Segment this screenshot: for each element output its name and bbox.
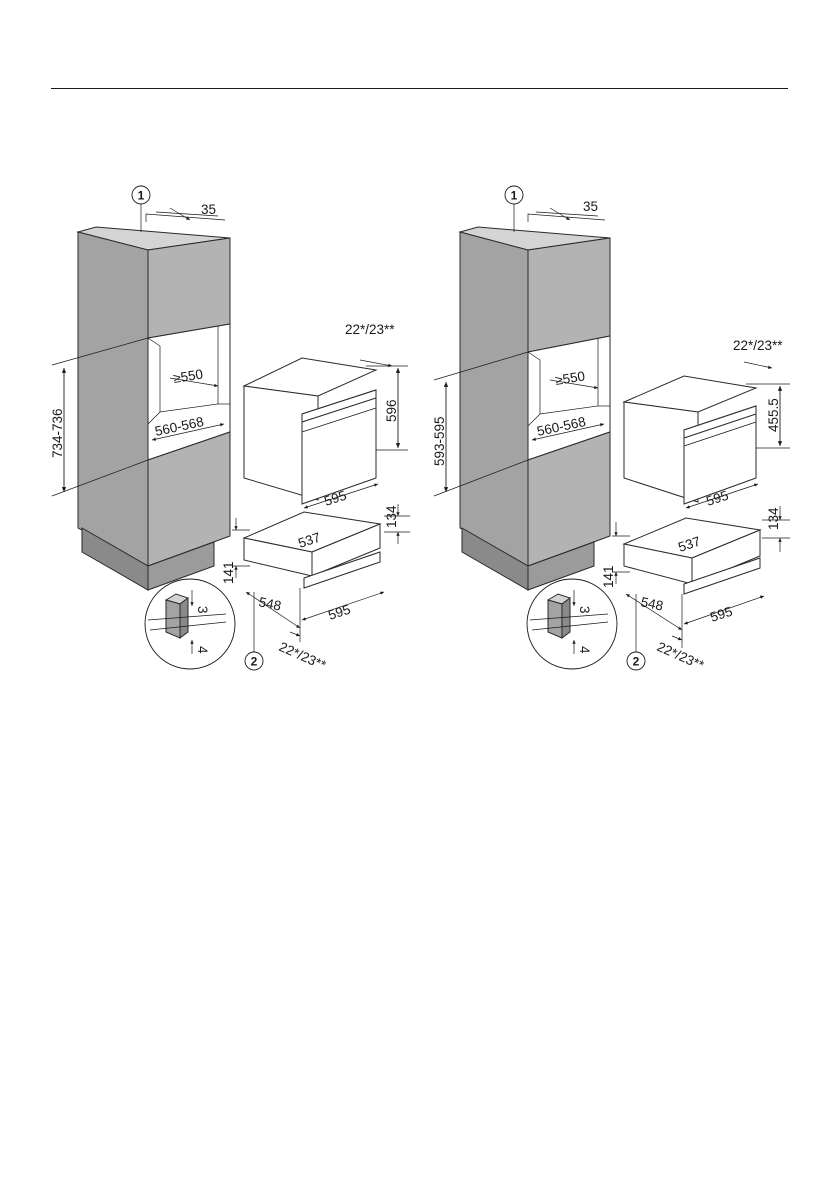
cabinet-upper-door — [147, 237, 231, 339]
dim-drawer-overall-depth: 548 — [257, 594, 282, 613]
dim-drawer-overall-depth: 548 — [639, 594, 664, 613]
dim-top-depth: 35 — [583, 199, 598, 214]
cabinet-upper-door — [527, 237, 611, 353]
dim-oven-recess: 22*/23** — [733, 338, 783, 353]
dim-drawer-recess: 22*/23** — [655, 639, 707, 673]
dim-drawer-width: 595 — [326, 602, 352, 623]
dim-oven-height: 455.5 — [766, 398, 781, 432]
cabinet-lower-door — [147, 431, 231, 567]
detail-magnifier — [144, 578, 236, 670]
dim-detail-offset: 4 — [577, 646, 592, 654]
cabinet-side — [459, 231, 529, 567]
tall-cabinet — [458, 213, 611, 591]
dim-oven-recess: 22*/23** — [345, 322, 395, 337]
dim-niche-depth: ≥550 — [554, 368, 586, 387]
plinth-front — [527, 541, 595, 591]
callout-cabinet: 1 — [138, 189, 145, 203]
header-rule — [51, 88, 788, 89]
dim-niche-height: 593-595 — [432, 416, 447, 466]
plinth-front — [147, 541, 215, 591]
callout-circle-2 — [626, 651, 646, 671]
cabinet-lower-door — [527, 431, 611, 567]
dim-drawer-depth: 537 — [296, 530, 322, 551]
detail-magnifier — [526, 578, 618, 670]
callout-drawer: 2 — [251, 655, 258, 669]
cabinet-side — [77, 231, 149, 567]
callout-drawer: 2 — [633, 655, 640, 669]
dim-drawer-height-left: 141 — [221, 561, 236, 584]
dim-top-depth: 35 — [201, 202, 216, 217]
dim-niche-height: 734-736 — [50, 408, 65, 458]
dim-detail-gap: 3 — [577, 606, 592, 614]
built-in-oven — [622, 375, 758, 505]
callout-cabinet: 1 — [511, 189, 518, 203]
dim-detail-offset: 4 — [195, 646, 210, 654]
diagram-left: 1 35 734-736 ≥550 560-568 596 22*/23** 5… — [50, 185, 410, 673]
dim-drawer-height-right: 134 — [766, 507, 781, 530]
dim-detail-gap: 3 — [195, 606, 210, 614]
diagram-right: 1 35 593-595 ≥550 560-568 455.5 22*/23**… — [432, 185, 790, 673]
dim-drawer-height-right: 134 — [384, 505, 399, 528]
callout-circle-2 — [244, 651, 264, 671]
built-in-oven — [242, 357, 378, 505]
dim-oven-width: 595 — [704, 488, 730, 509]
dim-drawer-width: 595 — [708, 604, 734, 625]
warming-drawer — [242, 511, 382, 589]
dim-drawer-recess: 22*/23** — [277, 639, 329, 673]
warming-drawer — [622, 517, 762, 595]
dim-oven-height: 596 — [384, 399, 399, 422]
dim-niche-depth: ≥550 — [172, 366, 204, 385]
dim-oven-width: 595 — [322, 488, 348, 509]
dim-drawer-height-left: 141 — [601, 565, 616, 588]
tall-cabinet — [76, 213, 231, 591]
dim-drawer-depth: 537 — [676, 534, 702, 555]
